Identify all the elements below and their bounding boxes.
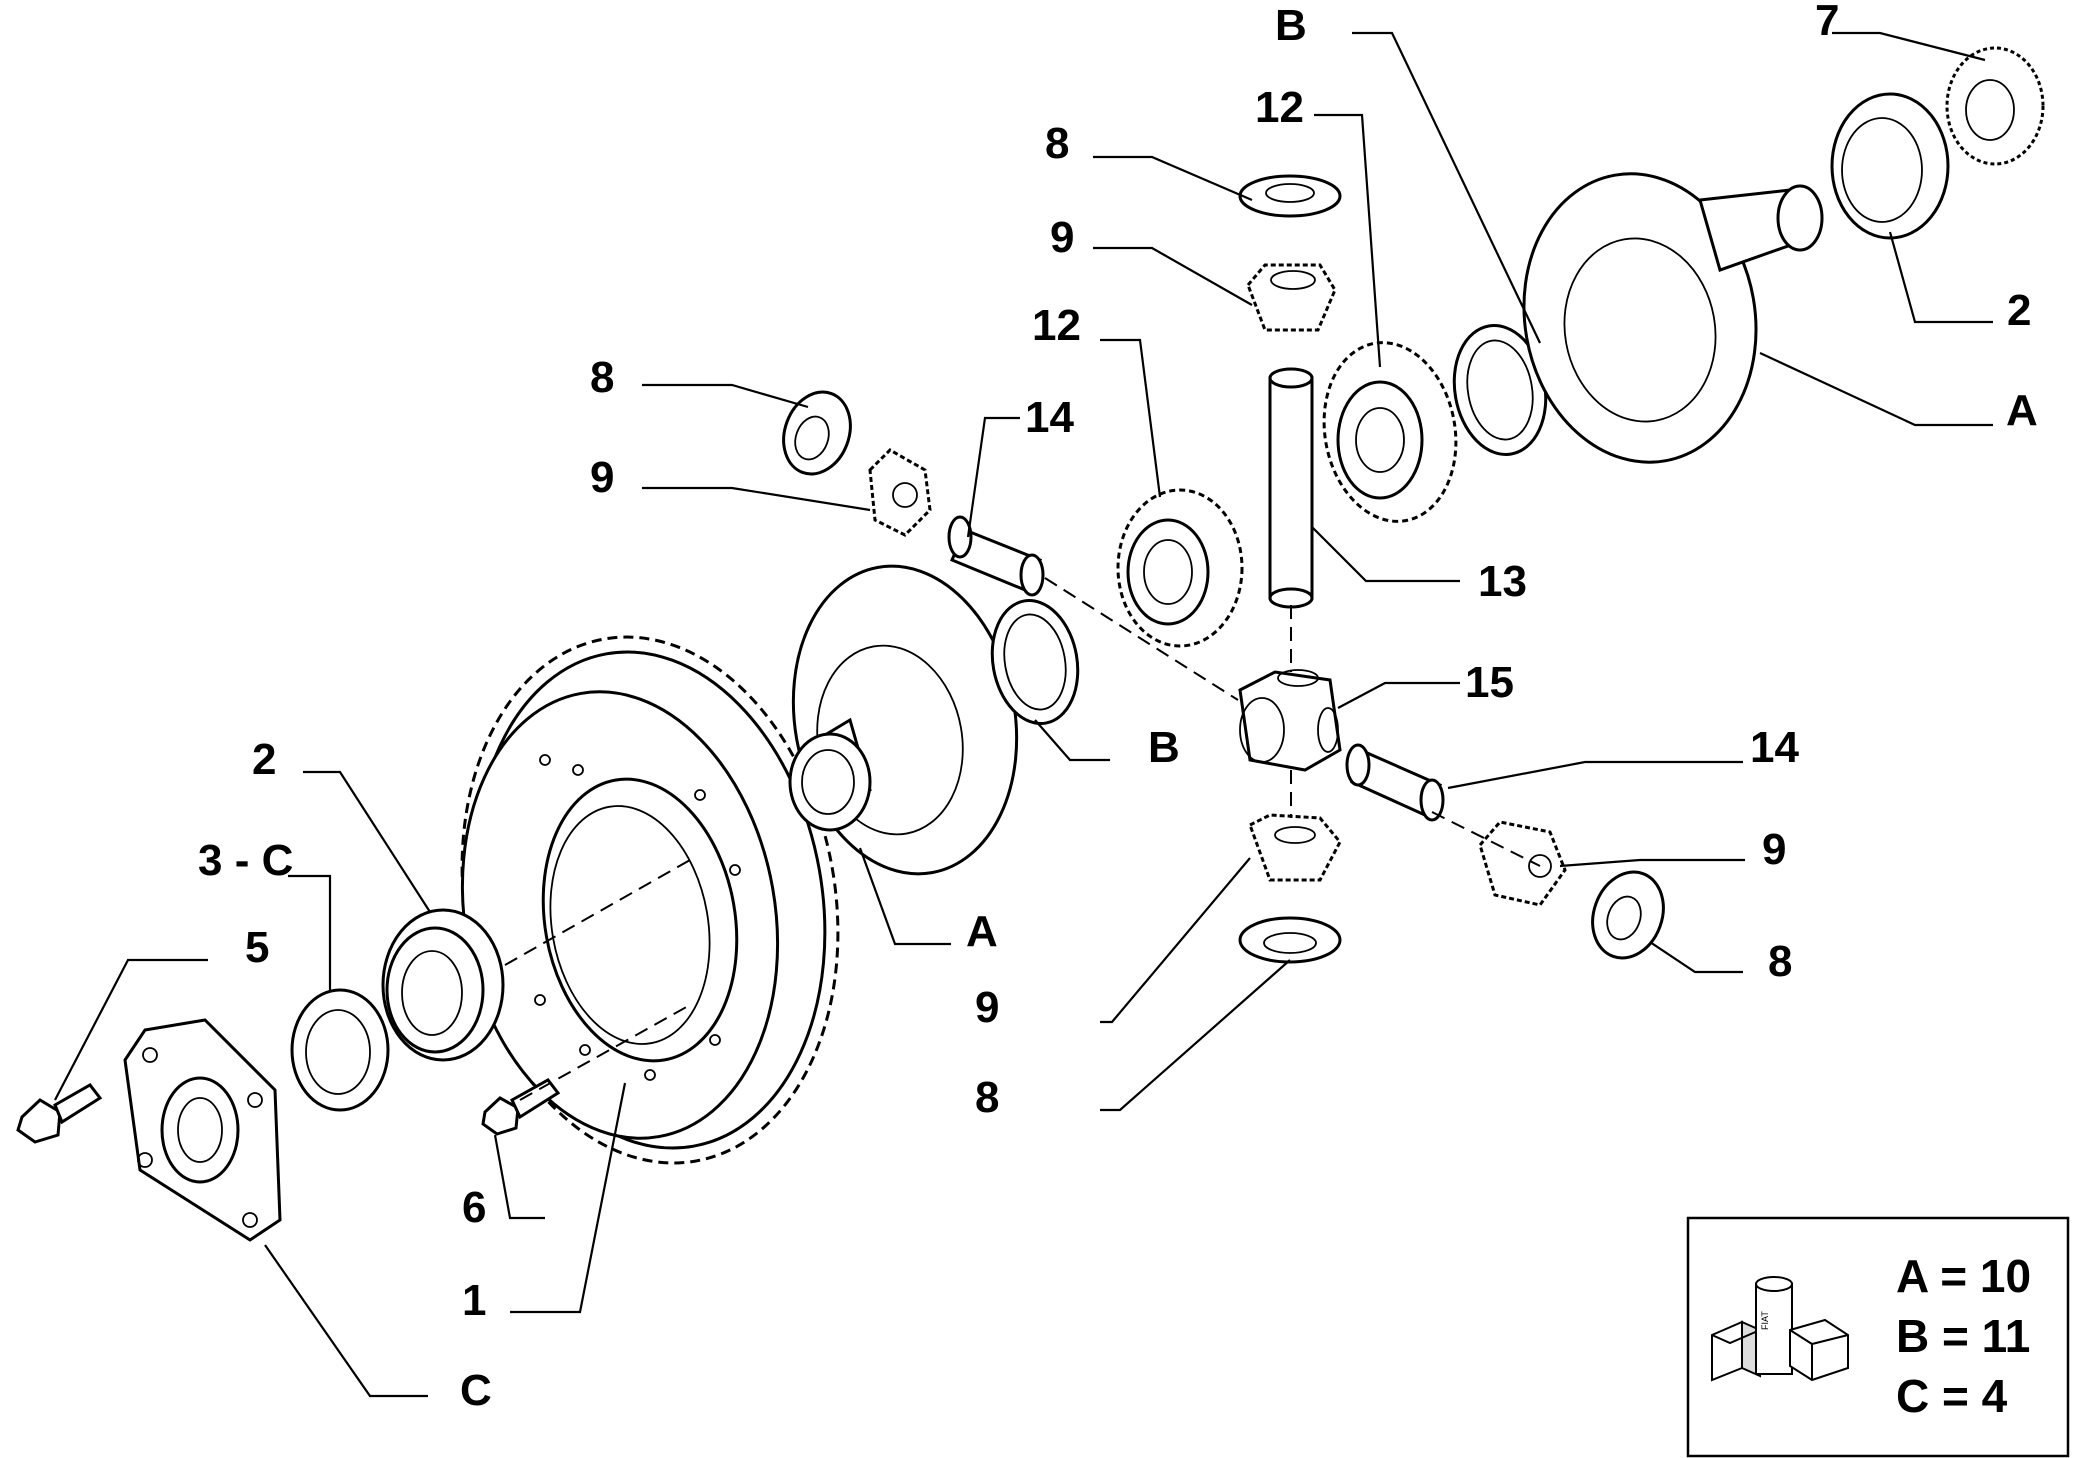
- callout-9-right: 9: [1762, 825, 1786, 874]
- callout-14-top: 14: [1025, 393, 1074, 442]
- callout-8-bottom: 8: [975, 1073, 999, 1122]
- thrust-washer-b-mid-part: [990, 599, 1080, 725]
- side-gear-mid-part: [1116, 488, 1244, 648]
- callout-8-right: 8: [1768, 937, 1792, 986]
- fiat-logo-text: FIAT: [1760, 1311, 1770, 1330]
- callout-8-top: 8: [1045, 119, 1069, 168]
- differential-case-top-part: [1522, 172, 1824, 464]
- callout-2-right: 2: [2007, 286, 2031, 335]
- differential-case-half-part: [788, 564, 1019, 876]
- thrust-washer-b-top-part: [1452, 324, 1548, 456]
- callout-a-mid: A: [966, 907, 998, 956]
- washer-8-right-part: [1591, 870, 1665, 960]
- oil-seal-part: [290, 988, 390, 1112]
- callout-5: 5: [245, 923, 269, 972]
- pin-14-right-part: [1345, 743, 1445, 822]
- callout-12-top: 12: [1255, 83, 1304, 132]
- callout-6: 6: [462, 1183, 486, 1232]
- washer-8-bottom-part: [1238, 916, 1342, 964]
- bearing-right-part: [1830, 92, 1950, 240]
- spider-block-15-part: [1238, 669, 1342, 772]
- side-gear-top-part: [1322, 341, 1458, 523]
- callout-15: 15: [1465, 658, 1514, 707]
- pin-14-top-part: [947, 515, 1045, 597]
- callout-9-bottom: 9: [975, 983, 999, 1032]
- pinion-gear-left-part: [868, 448, 932, 537]
- washer-8-top-part: [1238, 174, 1342, 218]
- callout-3-c: 3 - C: [198, 836, 293, 885]
- legend-line-c: C = 4: [1896, 1370, 2008, 1422]
- callout-c: C: [460, 1366, 492, 1415]
- callout-9-left: 9: [590, 453, 614, 502]
- bearing-left-part: [381, 908, 505, 1062]
- seal-7-part: [1945, 46, 2045, 166]
- washer-8-left-part: [782, 390, 852, 476]
- legend-line-a: A = 10: [1896, 1250, 2031, 1302]
- pinion-gear-right-part: [1478, 820, 1567, 907]
- callout-a-top: A: [2006, 386, 2038, 435]
- callout-12-mid: 12: [1032, 301, 1081, 350]
- callout-2-left: 2: [252, 735, 276, 784]
- ring-gear-part: [460, 635, 840, 1165]
- callout-13: 13: [1478, 557, 1527, 606]
- legend-box: FIAT A = 10 B = 11 C = 4: [1686, 1216, 2070, 1458]
- shaft-13-part: [1268, 367, 1314, 609]
- callout-labels: B 12 8 9 12 8 9 14 13 15 14 9 8 9 8 7 2 …: [198, 0, 2038, 1415]
- assembly-axes: [504, 577, 1541, 1101]
- leader-lines: [54, 31, 1993, 1398]
- bolt-6-part: [481, 1078, 561, 1136]
- callout-b-mid: B: [1148, 723, 1180, 772]
- fiat-logo-icon: FIAT: [1711, 1276, 1849, 1382]
- legend-line-b: B = 11: [1896, 1310, 2030, 1362]
- callout-b-top: B: [1275, 1, 1307, 50]
- callout-9-top: 9: [1050, 213, 1074, 262]
- callout-1: 1: [462, 1276, 486, 1325]
- pinion-gear-bottom-part: [1248, 813, 1342, 882]
- flange-cover-part: [123, 1018, 282, 1242]
- callout-14-right: 14: [1750, 723, 1799, 772]
- bolt-5-part: [16, 1083, 103, 1144]
- callout-8-left: 8: [590, 353, 614, 402]
- pinion-gear-top-part: [1246, 263, 1337, 332]
- callout-7: 7: [1815, 0, 1839, 45]
